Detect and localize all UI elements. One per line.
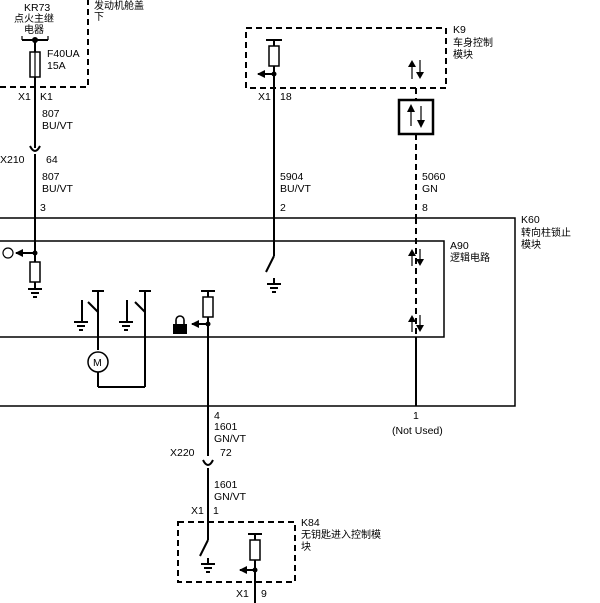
- a90-desc: 逻辑电路: [450, 251, 490, 264]
- a90-name: A90: [450, 240, 469, 252]
- a90-serial-data-icon-2: [408, 315, 424, 332]
- k9-resistor: [268, 45, 280, 67]
- k9-desc-line2: 模块: [453, 49, 473, 61]
- k84-module: K84 无钥匙进入控制模 块 X1 9: [177, 517, 381, 603]
- a90-logic-box: [0, 240, 445, 338]
- kr73-module: KR73 点火主继 电器 发动机舱盖 下 F40UA 15A: [0, 0, 144, 88]
- k84-desc-line2: 块: [301, 541, 311, 553]
- wire-1601: 4 1601 GN/VT X220 72 1601 GN/VT X1 1: [170, 406, 247, 522]
- k9-name: K9: [453, 24, 466, 36]
- wire-5904-color: BU/VT: [280, 183, 312, 195]
- k60-pin-8: 8: [422, 202, 428, 214]
- wire-1601-circuit-b: 1601: [214, 479, 238, 491]
- wire-807: X1 K1 807 BU/VT X210 64 807 BU/VT 3: [0, 87, 74, 218]
- x220-label: X220: [170, 447, 195, 459]
- wire-5060-color: GN: [422, 183, 438, 195]
- x1-pin-1: 1: [213, 505, 219, 517]
- wire-1601-circuit-a: 1601: [214, 421, 238, 433]
- input-circle: [2, 247, 14, 259]
- input-resistor: [29, 261, 41, 283]
- k60-pin-2: 2: [280, 202, 286, 214]
- ground-symbol: [267, 283, 281, 293]
- k9-dashed-box: [245, 27, 447, 89]
- kr73-desc-line2: 电器: [24, 23, 44, 36]
- wire-5060: 5060 GN 8: [397, 88, 446, 218]
- engine-box-label-line2: 下: [94, 12, 104, 23]
- k60-box: [0, 217, 516, 407]
- wire-807-circuit-a: 807: [42, 108, 60, 120]
- fuse-rating: 15A: [47, 60, 66, 72]
- wire-5904-circuit: 5904: [280, 171, 304, 183]
- wire-807-circuit-b: 807: [42, 171, 60, 183]
- engine-compartment-box: [0, 0, 89, 88]
- kr73-name: KR73: [24, 2, 50, 14]
- wire-807-color-b: BU/VT: [42, 183, 74, 195]
- pin-1-not-used: 1 (Not Used): [392, 410, 443, 437]
- kr73-desc-line1: 点火主继: [14, 12, 54, 25]
- x210-connector-symbol: [29, 145, 41, 152]
- x1-9-connector: X1: [236, 588, 249, 600]
- x1-18-connector: X1: [258, 91, 271, 103]
- k60-desc-line2: 模块: [521, 239, 541, 251]
- k60-module: K60 转向柱锁止 模块 A90 逻辑电路: [0, 214, 571, 407]
- k84-desc-line1: 无钥匙进入控制模: [301, 528, 381, 541]
- x1-pin-18: 18: [280, 91, 292, 103]
- k9-serial-data-icon: [408, 60, 424, 79]
- a90-serial-data-icon: [408, 249, 424, 266]
- k60-pin-4: 4: [214, 410, 220, 422]
- wire-1601-color-b: GN/VT: [214, 491, 247, 503]
- serial-data-link-icon: [397, 98, 435, 136]
- x1-1-connector: X1: [191, 505, 204, 517]
- k60-name: K60: [521, 214, 540, 226]
- ground-symbol: [74, 321, 88, 331]
- x1-connector-label: X1: [18, 91, 31, 103]
- x1-pin-9: 9: [261, 588, 267, 600]
- ground-symbol: [28, 288, 42, 298]
- lock-icon: [173, 315, 187, 334]
- ground-symbol: [119, 321, 133, 331]
- wire-5060-circuit: 5060: [422, 171, 446, 183]
- x210-label: X210: [0, 154, 25, 166]
- k60-switch: [265, 255, 275, 273]
- wire-807-color-a: BU/VT: [42, 120, 74, 132]
- x220-connector-symbol: [202, 459, 214, 466]
- ground-symbol: [201, 563, 215, 573]
- k60-desc-line1: 转向柱锁止: [521, 226, 571, 239]
- k84-resistor: [249, 539, 261, 561]
- k9-module: K9 车身控制 模块: [245, 24, 493, 89]
- motor-switch-1: [74, 290, 104, 350]
- fuse-name: F40UA: [47, 48, 80, 60]
- not-used-label: (Not Used): [392, 425, 443, 437]
- k9-desc-line1: 车身控制: [453, 36, 493, 49]
- x210-pin: 64: [46, 154, 58, 166]
- k84-dashed-box: [177, 521, 296, 583]
- k60-resistor: [202, 296, 214, 318]
- engine-box-label-line1: 发动机舱盖: [94, 0, 144, 12]
- wire-1601-color-a: GN/VT: [214, 433, 247, 445]
- x220-pin: 72: [220, 447, 232, 459]
- wire-5904: X1 18 5904 BU/VT 2: [258, 74, 312, 218]
- k60-pin-3: 3: [40, 202, 46, 214]
- k84-switch: [199, 539, 209, 557]
- x1-pin-k1: K1: [40, 91, 53, 103]
- motor-switch-2: [119, 290, 151, 387]
- k84-name: K84: [301, 517, 320, 529]
- motor-label: M: [93, 357, 102, 369]
- k60-pin-1: 1: [413, 410, 419, 422]
